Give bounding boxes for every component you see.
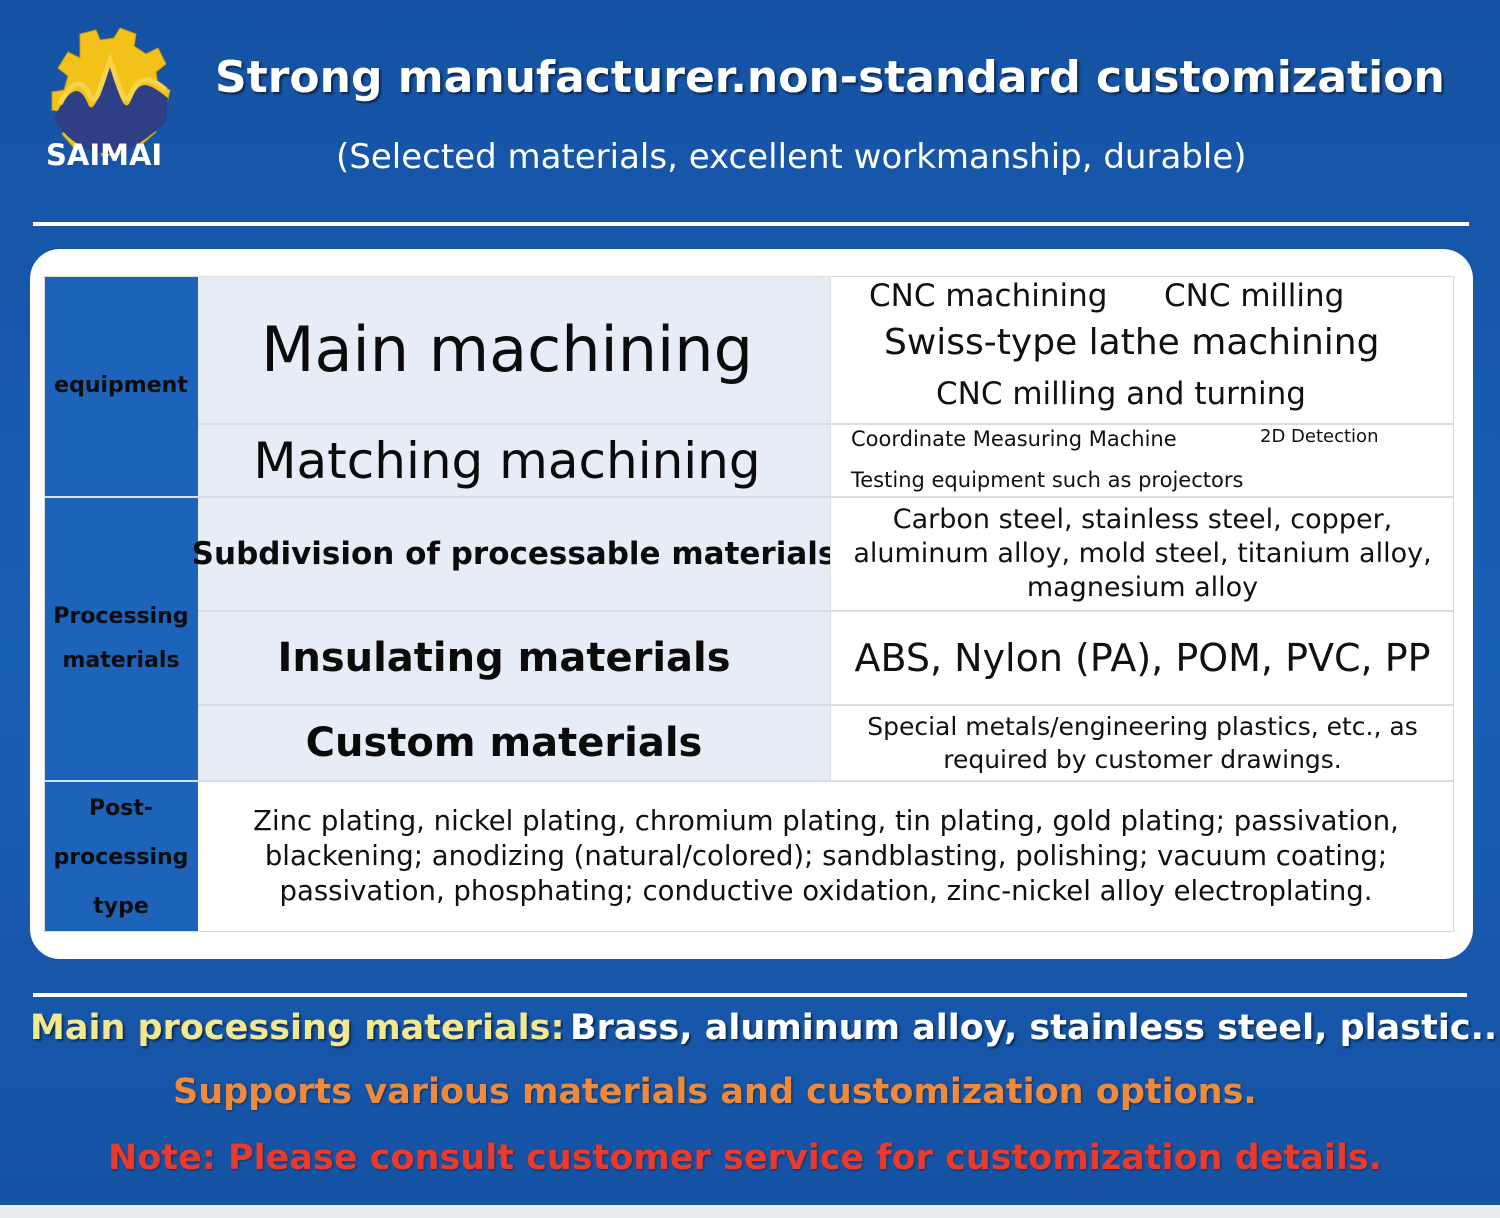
- insulating-value-cell: ABS, Nylon (PA), POM, PVC, PP: [830, 612, 1454, 706]
- matching-machining-label: Matching machining: [253, 431, 761, 490]
- main-machining-label: Main machining: [261, 313, 753, 386]
- support-text: Supports various materials and customiza…: [173, 1072, 1257, 1112]
- subdivision-label: Subdivision of processable materials: [191, 536, 837, 572]
- subdivision-label-cell: Subdivision of processable materials: [192, 498, 836, 612]
- header-divider: [33, 222, 1469, 226]
- matching-item-2d: 2D Detection: [1260, 426, 1379, 447]
- custom-value: Special metals/engineering plastics, etc…: [867, 712, 1418, 774]
- page-title: Strong manufacturer.non-standard customi…: [215, 52, 1445, 103]
- post-processing-value-cell: Zinc plating, nickel plating, chromium p…: [198, 782, 1454, 932]
- main-materials-label: Main processing materials:: [30, 1008, 565, 1048]
- post-processing-value: Zinc plating, nickel plating, chromium p…: [253, 805, 1399, 907]
- note-text: Note: Please consult customer service fo…: [108, 1138, 1382, 1178]
- custom-label-cell: Custom materials: [198, 706, 830, 782]
- post-processing-category: Post- processing type: [44, 782, 198, 932]
- footer-divider: [33, 993, 1467, 997]
- post-category-line1: Post-: [89, 795, 153, 821]
- main-item-milling-turning: CNC milling and turning: [936, 376, 1306, 412]
- matching-item-projectors: Testing equipment such as projectors: [851, 468, 1244, 492]
- subdivision-value: Carbon steel, stainless steel, copper, a…: [853, 504, 1432, 603]
- subdivision-value-cell: Carbon steel, stainless steel, copper, a…: [830, 498, 1454, 612]
- matching-item-cmm: Coordinate Measuring Machine: [851, 427, 1177, 451]
- custom-label: Custom materials: [305, 720, 703, 766]
- main-machining-items: CNC machining CNC milling Swiss-type lat…: [830, 276, 1454, 425]
- brand-name: SAIMAI: [46, 138, 163, 172]
- materials-category: Processing materials: [44, 498, 198, 782]
- main-materials-value: Brass, aluminum alloy, stainless steel, …: [570, 1008, 1500, 1048]
- matching-machining-items: Coordinate Measuring Machine 2D Detectio…: [830, 425, 1454, 498]
- insulating-label: Insulating materials: [277, 635, 731, 681]
- materials-category-line2: materials: [62, 648, 180, 673]
- equipment-category: equipment: [44, 276, 198, 498]
- insulating-value: ABS, Nylon (PA), POM, PVC, PP: [854, 636, 1431, 680]
- custom-value-cell: Special metals/engineering plastics, etc…: [830, 706, 1454, 782]
- insulating-label-cell: Insulating materials: [198, 612, 830, 706]
- equipment-category-label: equipment: [54, 373, 188, 398]
- main-item-cnc-machining: CNC machining: [869, 278, 1108, 314]
- post-category-line2: processing: [53, 844, 189, 870]
- bottom-strip: [0, 1205, 1500, 1218]
- page-subtitle: (Selected materials, excellent workmansh…: [336, 137, 1247, 177]
- post-category-line3: type: [93, 893, 149, 919]
- matching-machining-label-cell: Matching machining: [198, 425, 830, 498]
- main-item-cnc-milling: CNC milling: [1164, 278, 1345, 314]
- main-machining-label-cell: Main machining: [198, 276, 830, 425]
- materials-category-line1: Processing: [53, 604, 189, 629]
- gear-wave-logo: [51, 27, 171, 157]
- main-item-swiss-lathe: Swiss-type lathe machining: [884, 322, 1380, 363]
